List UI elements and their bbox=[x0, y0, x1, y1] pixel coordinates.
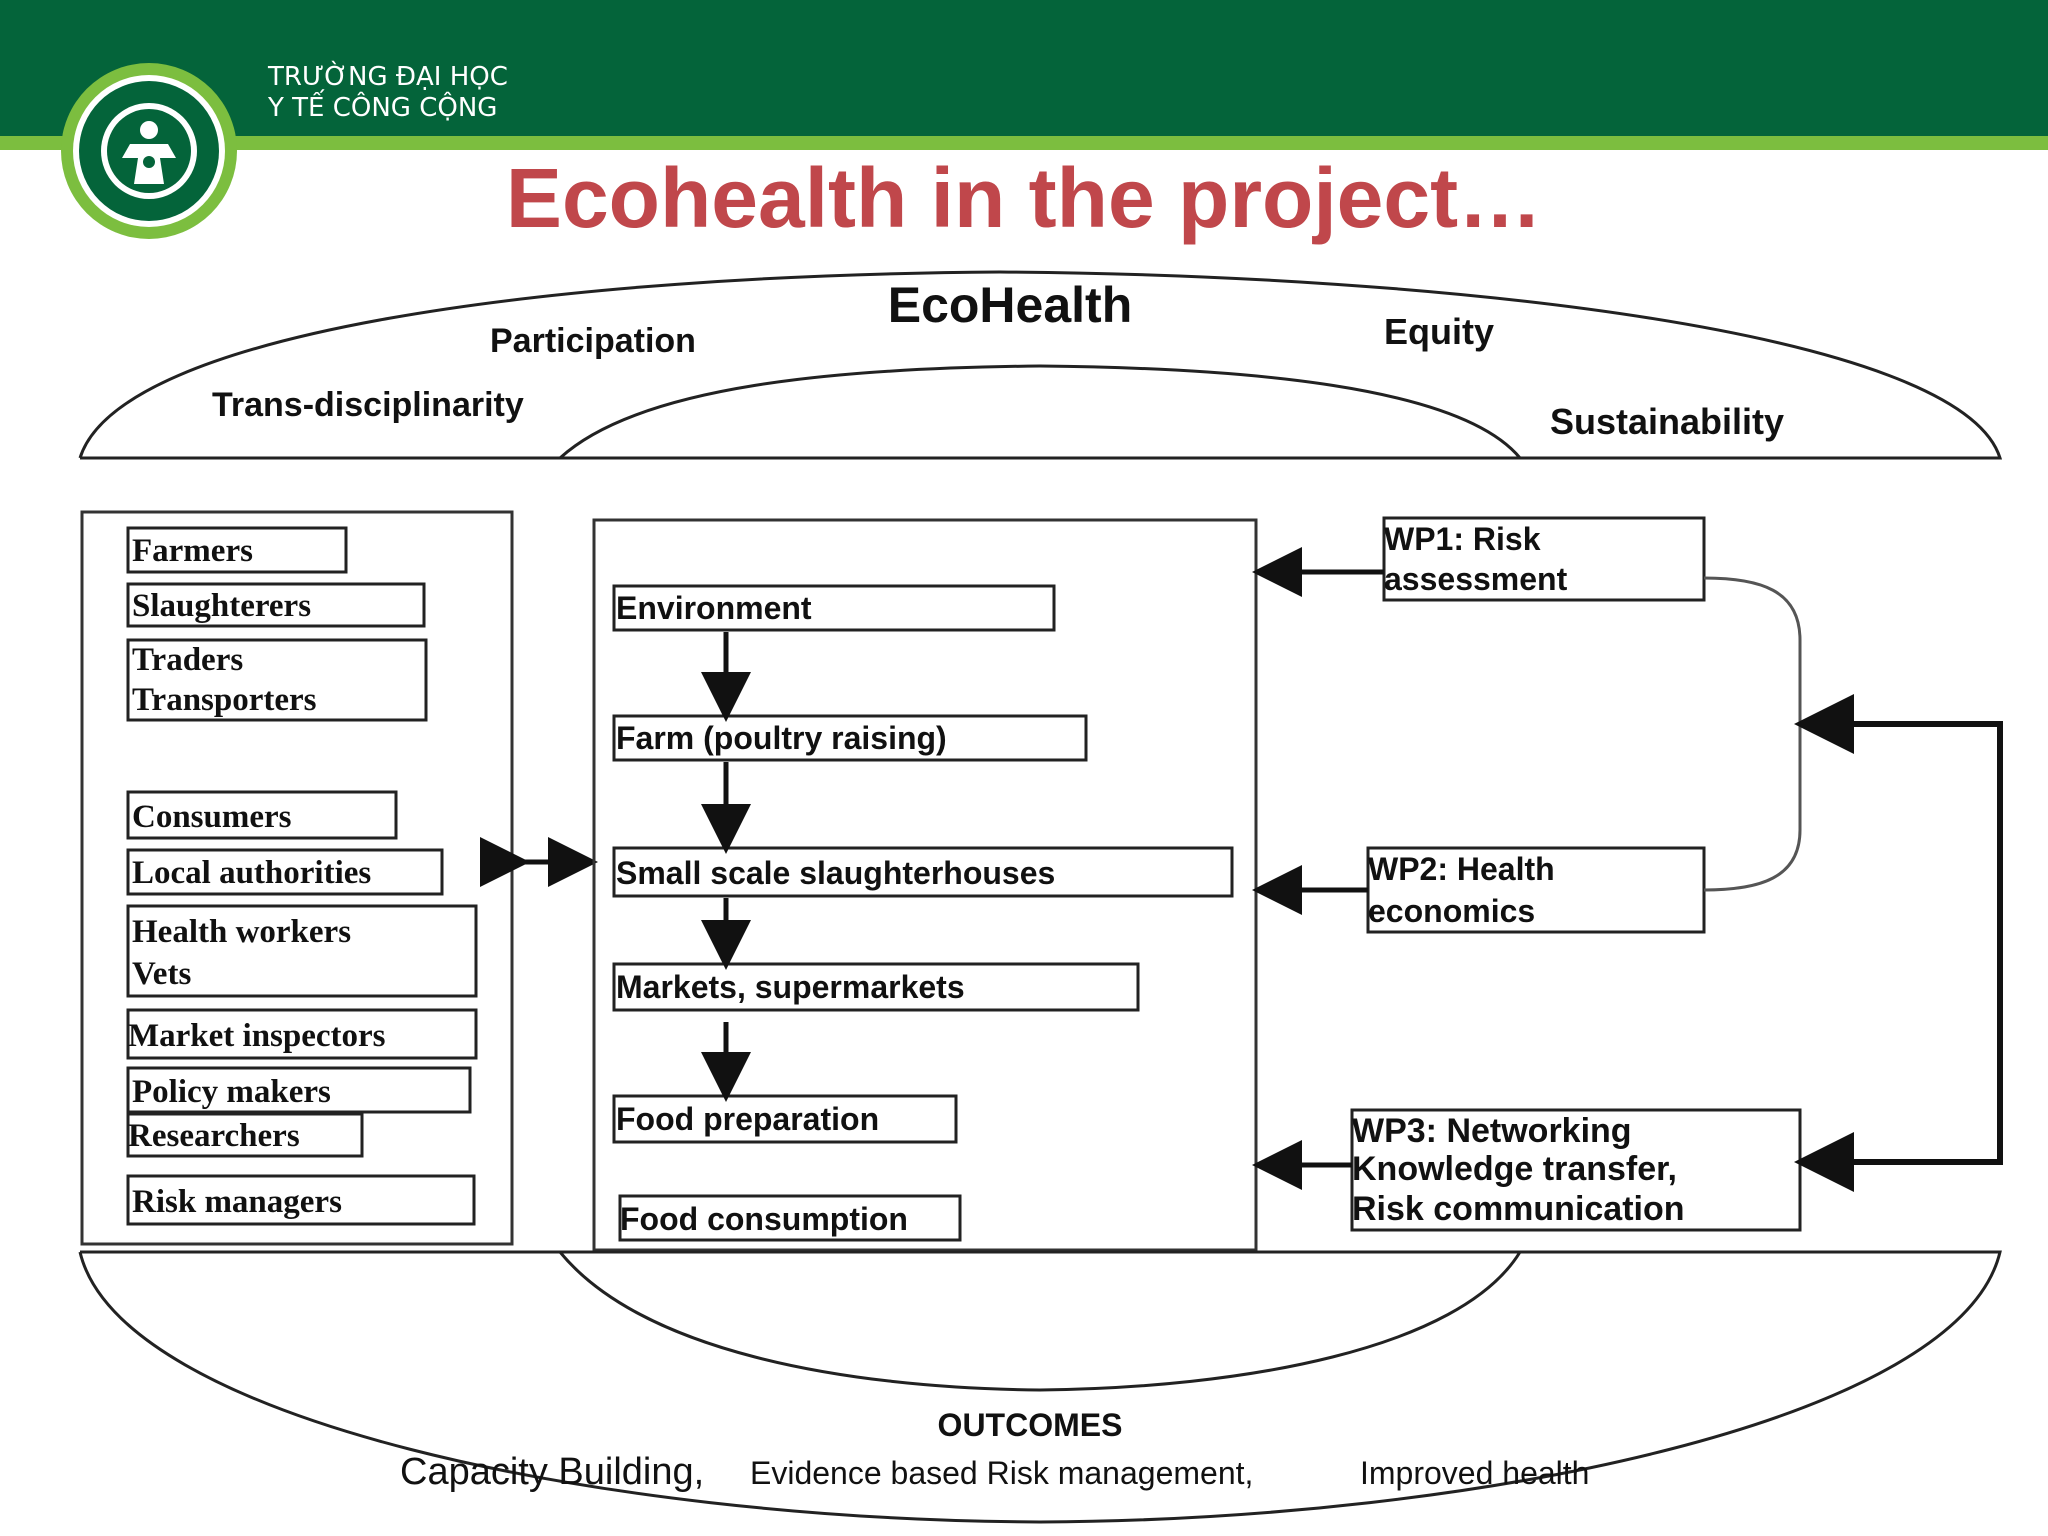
outcomes-title: OUTCOMES bbox=[938, 1407, 1123, 1443]
stakeholder-policy-makers-box bbox=[126, 1066, 472, 1114]
chain-markets-box bbox=[612, 962, 1140, 1012]
header-band bbox=[0, 0, 2048, 136]
stakeholder-researchers-box bbox=[126, 1112, 364, 1158]
chain-food-preparation: Food preparation bbox=[616, 1101, 879, 1137]
stakeholder-consumers: Consumers bbox=[132, 799, 292, 835]
wp3-line3: Risk communication bbox=[1352, 1190, 1685, 1228]
stakeholder-traders-box bbox=[126, 638, 428, 722]
ecohealth-title: EcoHealth bbox=[888, 277, 1133, 333]
chain-slaughterhouses: Small scale slaughterhouses bbox=[616, 855, 1055, 891]
stakeholder-vets: Vets bbox=[132, 956, 191, 992]
stakeholder-risk-managers-box bbox=[126, 1174, 476, 1226]
chain-farm-box bbox=[612, 714, 1088, 762]
chain-food-consumption: Food consumption bbox=[620, 1201, 908, 1237]
header-stripe bbox=[0, 136, 2048, 150]
wp1-box bbox=[1382, 516, 1706, 602]
stakeholder-researchers: Researchers bbox=[128, 1118, 300, 1154]
chain-slaughterhouses-box bbox=[612, 846, 1234, 898]
principle-transdisciplinarity: Trans-disciplinarity bbox=[212, 386, 524, 424]
wp2-line1: WP2: Health bbox=[1368, 851, 1555, 887]
wp2-line2: economics bbox=[1368, 893, 1535, 929]
chain-environment: Environment bbox=[616, 590, 812, 626]
stakeholder-local-authorities-box bbox=[126, 848, 444, 896]
school-name-line1: TRƯỜNG ĐẠI HỌC bbox=[268, 62, 508, 92]
chain-farm: Farm (poultry raising) bbox=[616, 720, 947, 756]
wp3-line1: WP3: Networking bbox=[1352, 1112, 1632, 1150]
outcomes-inner-arc bbox=[558, 1251, 1522, 1392]
ecohealth-inner-arc bbox=[558, 364, 1522, 460]
slide-title: Ecohealth in the project… bbox=[505, 151, 1543, 245]
stakeholder-consumers-box bbox=[126, 790, 398, 840]
stakeholder-traders: Traders bbox=[132, 642, 243, 678]
principle-sustainability: Sustainability bbox=[1550, 401, 1784, 442]
chain-food-consumption-box bbox=[618, 1194, 962, 1242]
wp1-line2: assessment bbox=[1384, 561, 1568, 597]
wp3-feedback-loop bbox=[1806, 721, 2003, 1165]
outcome-capacity: Capacity Building, bbox=[400, 1451, 704, 1493]
school-name: TRƯỜNG ĐẠI HỌC Y TẾ CÔNG CỘNG bbox=[268, 62, 508, 124]
stakeholder-slaughterers-box bbox=[126, 582, 426, 628]
stakeholder-policy-makers: Policy makers bbox=[132, 1074, 331, 1110]
principle-equity: Equity bbox=[1384, 311, 1494, 352]
ecohealth-outer-arc bbox=[78, 270, 2003, 460]
school-seal-icon bbox=[61, 63, 237, 239]
stakeholder-slaughterers: Slaughterers bbox=[132, 588, 311, 624]
school-name-line2: Y TẾ CÔNG CỘNG bbox=[268, 93, 498, 123]
outcome-evidence: Evidence based Risk management, bbox=[750, 1455, 1253, 1491]
wp1-line1: WP1: Risk bbox=[1384, 521, 1541, 557]
stakeholder-health-workers: Health workers bbox=[132, 914, 351, 950]
stakeholder-farmers-box bbox=[126, 526, 348, 574]
chain-food-preparation-box bbox=[612, 1094, 958, 1144]
chain-markets: Markets, supermarkets bbox=[616, 969, 965, 1005]
stakeholder-risk-managers: Risk managers bbox=[132, 1184, 342, 1220]
stakeholder-health-workers-box bbox=[126, 904, 478, 998]
outcome-health: Improved health bbox=[1360, 1455, 1589, 1491]
stakeholder-market-inspectors: Market inspectors bbox=[128, 1018, 386, 1054]
principle-participation: Participation bbox=[490, 322, 696, 360]
stakeholder-transporters: Transporters bbox=[132, 682, 317, 718]
chain-environment-box bbox=[612, 584, 1056, 632]
outcomes-outer-arc bbox=[78, 1250, 2002, 1524]
wp1-wp2-connector bbox=[1703, 576, 1802, 892]
stakeholder-farmers: Farmers bbox=[132, 533, 253, 569]
stakeholder-local-authorities: Local authorities bbox=[132, 855, 371, 891]
wp3-line2: Knowledge transfer, bbox=[1352, 1150, 1677, 1188]
stakeholder-market-inspectors-box bbox=[126, 1008, 478, 1060]
